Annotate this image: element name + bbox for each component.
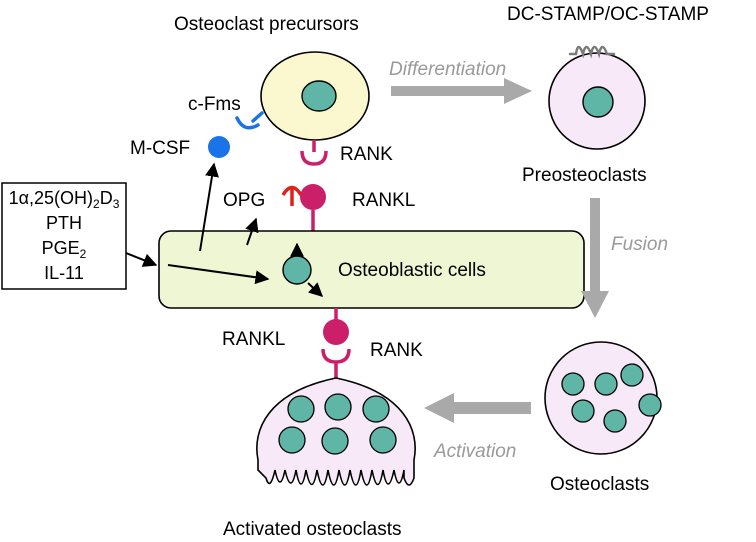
m-csf-ligand <box>208 136 230 158</box>
activation-label: Activation <box>433 441 516 462</box>
factors-to-osteoblast-arrow <box>125 252 158 267</box>
fusion-arrow <box>581 198 609 318</box>
nucleus <box>571 399 595 423</box>
osteoclast-nuclei <box>561 363 662 433</box>
nucleus <box>301 80 337 112</box>
fusion-label: Fusion <box>611 234 668 255</box>
signal-arrows <box>125 162 324 297</box>
rankl-bottom-label: RANKL <box>222 329 285 350</box>
nucleus <box>287 395 315 423</box>
preosteoclasts-label: Preosteoclasts <box>522 165 647 186</box>
rankl-ligand-top <box>300 184 326 231</box>
opg-decoy-receptor <box>281 185 303 206</box>
m-csf-secretion-arrow <box>199 162 219 252</box>
osteoblast-nucleus <box>282 255 312 285</box>
nucleus <box>324 393 352 421</box>
rank-receptor-bottom <box>321 348 351 378</box>
dc-stamp-label: DC-STAMP/OC-STAMP <box>507 4 709 25</box>
osteoclast-cell <box>544 341 658 455</box>
rankl-top-label: RANKL <box>352 190 415 211</box>
signal-to-nucleus-arrow <box>167 264 270 285</box>
osteoclasts-label: Osteoclasts <box>550 474 649 495</box>
activation-arrow <box>424 393 531 423</box>
nucleus-down-arrow <box>307 282 324 297</box>
rank-receptor-top <box>300 140 328 166</box>
nucleus <box>561 372 585 396</box>
systemic-factors-box <box>1 182 127 290</box>
activated-osteoclasts-label: Activated osteoclasts <box>223 519 401 540</box>
opg-label: OPG <box>223 190 265 211</box>
pge2-label: PGE2 <box>42 238 87 261</box>
nucleus <box>369 426 397 454</box>
osteoblastic-cell <box>158 230 585 309</box>
osteoclast-precursors-label: Osteoclast precursors <box>174 14 359 35</box>
osteoclast-precursor-cell <box>260 51 370 141</box>
osteoblastic-cells-label: Osteoblastic cells <box>338 260 486 281</box>
c-fms-receptor <box>235 111 264 130</box>
differentiation-arrow <box>391 78 532 104</box>
rank-top-label: RANK <box>340 144 393 165</box>
nucleus <box>603 409 627 433</box>
pth-label: PTH <box>46 213 82 233</box>
dc-stamp-coil <box>568 45 616 59</box>
nucleus <box>620 363 644 387</box>
rank-bottom-label: RANK <box>370 340 423 361</box>
process-arrows <box>391 78 609 423</box>
nucleus <box>362 395 390 423</box>
nucleus <box>594 372 618 396</box>
c-fms-label: c-Fms <box>188 94 241 115</box>
il-11-label: IL-11 <box>44 263 84 283</box>
nucleus <box>582 86 614 118</box>
nucleus <box>638 393 662 417</box>
m-csf-label: M-CSF <box>130 138 190 159</box>
vitamin-d-label: 1α,25(OH)2D3 <box>9 188 120 211</box>
activated-osteoclast-nuclei <box>278 393 397 455</box>
differentiation-label: Differentiation <box>389 59 506 80</box>
nucleus <box>278 426 306 454</box>
opg-secretion-arrow <box>245 217 259 246</box>
rankl-ligand-bottom <box>323 308 349 345</box>
nucleus <box>321 427 349 455</box>
